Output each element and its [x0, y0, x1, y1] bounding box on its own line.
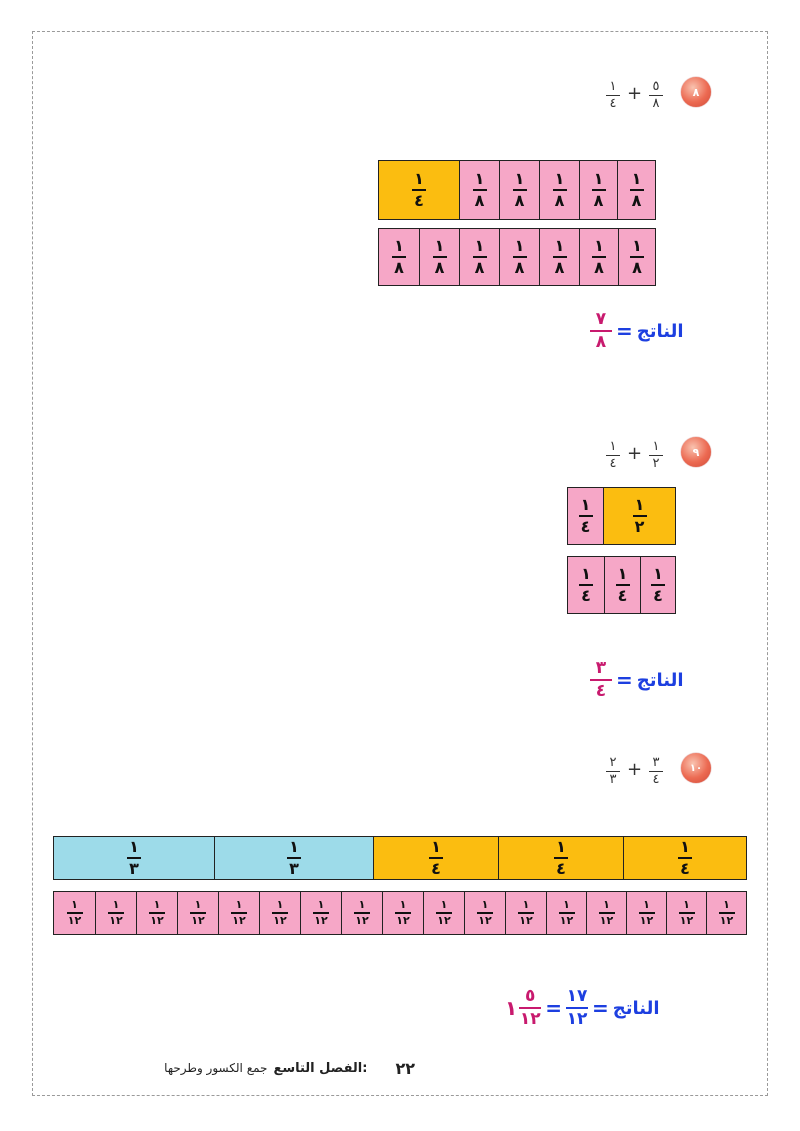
equals-sign: =: [545, 996, 562, 1020]
mixed-whole: ١: [505, 996, 518, 1020]
page-number: ٢٢: [395, 1058, 415, 1078]
plus-sign: +: [627, 83, 643, 104]
page-footer: جمع الكسور وطرحها الفصل التاسع: ٢٢: [55, 1055, 415, 1081]
result-label: الناتج: [636, 669, 684, 691]
equals-sign: =: [616, 319, 633, 343]
equals-sign: =: [591, 996, 609, 1020]
page-border: [32, 31, 768, 1096]
plus-sign: +: [627, 759, 643, 780]
plus-sign: +: [627, 443, 643, 464]
result-label: الناتج: [636, 320, 684, 342]
problem-number-badge: ٨: [681, 77, 711, 107]
problem-number-badge: ٩: [681, 437, 711, 467]
result-label: الناتج: [612, 997, 660, 1019]
equals-sign: =: [616, 668, 633, 692]
chapter-title: جمع الكسور وطرحها: [164, 1061, 268, 1075]
problem-number-badge: ١٠: [681, 753, 711, 783]
chapter-label: الفصل التاسع:: [273, 1060, 368, 1076]
